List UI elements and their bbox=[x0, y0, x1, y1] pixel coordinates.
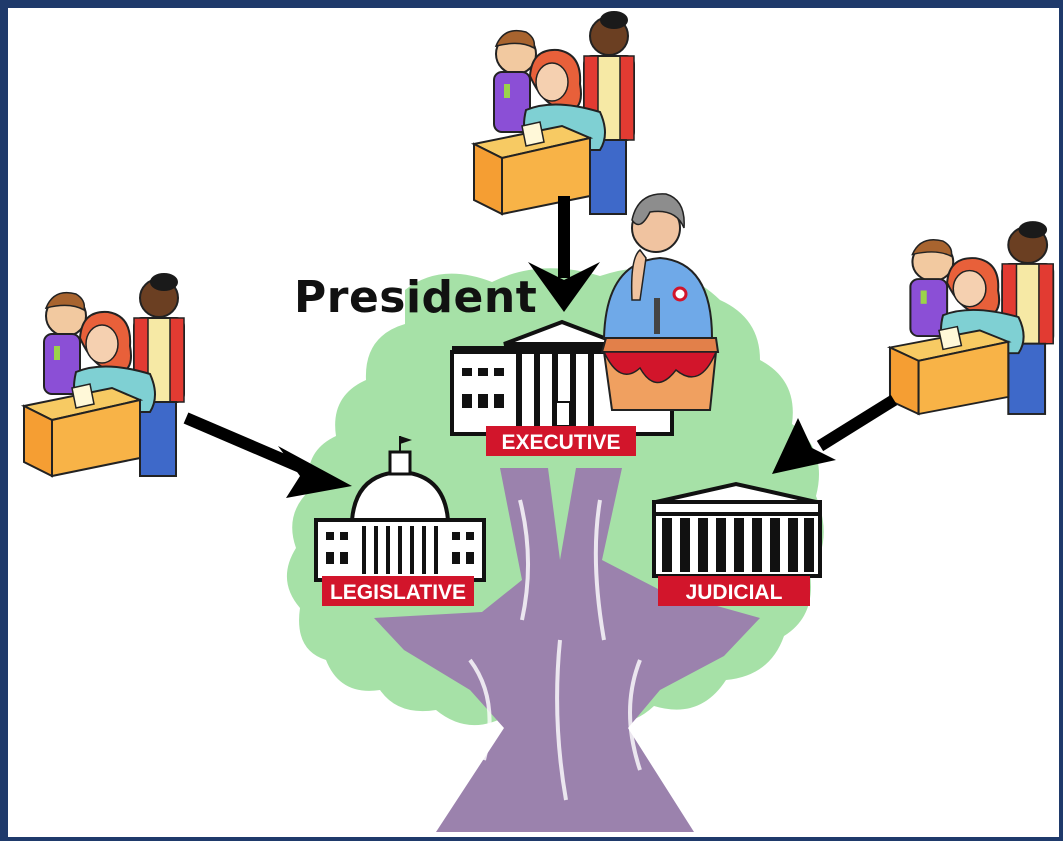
arrow-top-icon bbox=[528, 196, 600, 312]
voters-right-icon bbox=[888, 220, 1055, 416]
arrow-left-icon bbox=[183, 412, 352, 498]
judicial-banner: JUDICIAL bbox=[658, 576, 810, 606]
supreme-court-icon bbox=[652, 481, 822, 578]
executive-banner: EXECUTIVE bbox=[486, 426, 636, 456]
voters-left-icon bbox=[23, 272, 185, 477]
executive-label: EXECUTIVE bbox=[501, 431, 620, 454]
president-label: President bbox=[294, 272, 538, 323]
legislative-banner: LEGISLATIVE bbox=[322, 576, 474, 606]
voters-top-icon bbox=[473, 10, 635, 215]
capitol-icon bbox=[314, 436, 486, 582]
tree-trunk bbox=[374, 468, 760, 832]
judicial-label: JUDICIAL bbox=[686, 581, 783, 604]
legislative-label: LEGISLATIVE bbox=[330, 581, 466, 604]
president-at-podium-icon bbox=[600, 193, 720, 411]
arrow-right-icon bbox=[772, 394, 898, 474]
